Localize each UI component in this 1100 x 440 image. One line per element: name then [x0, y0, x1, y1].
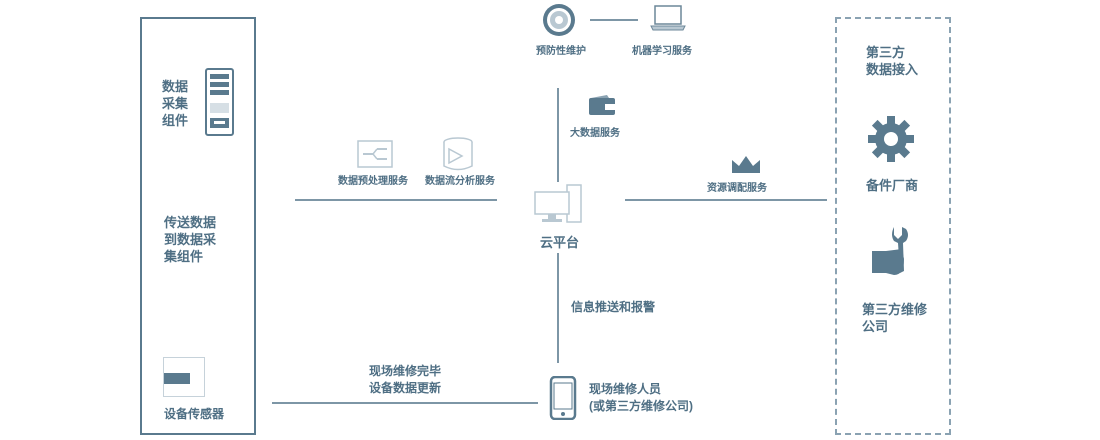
connector-sensor-to-field [272, 402, 538, 404]
parts-label: 备件厂商 [866, 178, 919, 193]
connector-left-to-cloud [295, 199, 497, 201]
wrench-hand-icon [870, 225, 916, 283]
predictive-label: 预防性维护 [536, 46, 586, 57]
connector-cloud-to-right [625, 199, 827, 201]
repair-label: 第三方维修 公司 [862, 302, 928, 334]
right-panel-box [835, 17, 951, 435]
connector-cloud-to-field [557, 253, 559, 363]
transfer-label: 传送数据 到数据采 集组件 [164, 215, 217, 264]
stream-label: 数据流分析服务 [425, 176, 495, 187]
connector-predictive-ml [590, 19, 638, 21]
crown-icon [730, 154, 762, 174]
third-party-label: 第三方 数据接入 [866, 45, 919, 77]
left-panel-box [140, 17, 256, 435]
field-person-label: 现场维修人员 (或第三方维修公司) [589, 382, 693, 413]
database-flow-icon [442, 137, 474, 171]
server-tower-icon [205, 68, 234, 136]
sensor-label: 设备传感器 [164, 407, 225, 421]
alert-label: 信息推送和报警 [571, 300, 656, 314]
bigdata-label: 大数据服务 [570, 128, 620, 139]
gear-icon [866, 114, 916, 164]
preprocess-icon [357, 140, 393, 168]
smartphone-icon [549, 376, 577, 420]
ml-label: 机器学习服务 [632, 46, 692, 57]
connector-top-vertical [557, 88, 559, 182]
preprocess-label: 数据预处理服务 [338, 176, 408, 187]
wallet-icon [587, 94, 617, 116]
field-update-label: 现场维修完毕 设备数据更新 [369, 364, 442, 395]
cloud-label: 云平台 [540, 235, 580, 250]
laptop-icon [650, 5, 686, 31]
resource-label: 资源调配服务 [707, 183, 767, 194]
collector-label: 数据 采集 组件 [162, 79, 189, 128]
lifebuoy-icon [541, 2, 577, 38]
sensor-device-icon [163, 357, 205, 397]
desktop-computer-icon [533, 183, 585, 225]
